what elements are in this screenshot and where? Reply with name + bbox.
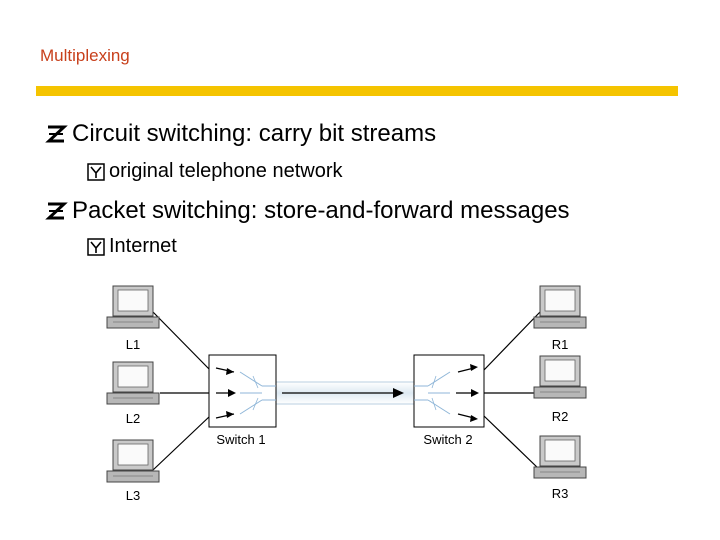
host-R3: R3 <box>533 435 587 501</box>
host-R1: R1 <box>533 285 587 352</box>
host-label-R2: R2 <box>552 409 569 424</box>
sub-bullet-text: Internet <box>109 235 177 257</box>
y-checkbox-bullet-icon <box>87 237 105 256</box>
right-links <box>483 311 541 471</box>
slide-title: Multiplexing <box>40 46 130 65</box>
host-label-L2: L2 <box>126 411 140 426</box>
title-divider-bar <box>36 86 678 96</box>
z-bullet-icon <box>45 202 68 220</box>
host-L2: L2 <box>106 361 160 426</box>
bullet-packet-switching: Packet switching: store-and-forward mess… <box>44 197 570 225</box>
switch-1 <box>208 354 277 428</box>
host-R2: R2 <box>533 355 587 424</box>
sub-bullet-internet: Internet <box>86 235 177 258</box>
bullet-text: Packet switching: store-and-forward mess… <box>72 197 570 224</box>
bullet-circuit-switching: Circuit switching: carry bit streams <box>44 120 436 148</box>
trunk-arrowhead <box>393 388 404 398</box>
host-L1: L1 <box>106 285 160 352</box>
host-label-L3: L3 <box>126 488 140 503</box>
host-label-L1: L1 <box>126 337 140 352</box>
host-L3: L3 <box>106 439 160 503</box>
z-bullet-icon <box>45 125 68 143</box>
switch-1-label: Switch 1 <box>216 432 265 447</box>
switch-2 <box>413 354 485 428</box>
bullet-text: Circuit switching: carry bit streams <box>72 120 437 147</box>
y-checkbox-bullet-icon <box>87 162 105 181</box>
sub-bullet-telephone: original telephone network <box>86 160 343 183</box>
host-label-R1: R1 <box>552 337 569 352</box>
sub-bullet-text: original telephone network <box>109 160 343 182</box>
host-label-R3: R3 <box>552 486 569 501</box>
switch-2-label: Switch 2 <box>423 432 472 447</box>
left-links <box>152 311 211 471</box>
